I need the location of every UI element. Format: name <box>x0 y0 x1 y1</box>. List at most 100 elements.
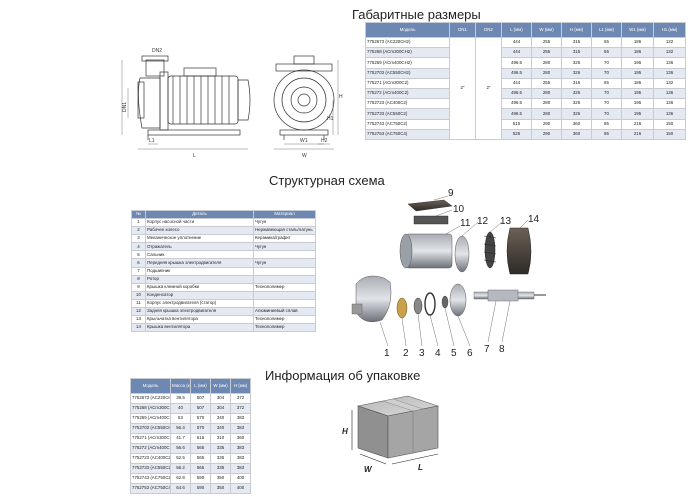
l-cell: 570 <box>190 423 211 434</box>
h-cell: 372 <box>230 403 251 414</box>
packaging-title: Информация об упаковке <box>265 368 421 383</box>
l-cell: 507 <box>190 403 211 414</box>
h-cell: 383 <box>230 453 251 464</box>
h-cell: 360 <box>230 433 251 444</box>
model-cell: 7752703 (AC550CH2) <box>130 423 171 434</box>
part-name-cell: Механическое уплотнение <box>145 234 254 244</box>
part-material-cell: Алюминиевый сплав <box>253 307 316 317</box>
w-cell: 340 <box>210 423 231 434</box>
h-cell: 326 <box>561 108 592 120</box>
l-cell: 565 <box>190 463 211 474</box>
box-l-label: L <box>418 463 423 472</box>
w-cell: 290 <box>531 118 562 130</box>
dimensions-header-cell: DN2 <box>475 22 502 38</box>
w1-cell: 216 <box>621 118 654 130</box>
w-cell: 255 <box>531 36 562 49</box>
part-name-cell: Крышка клемной коробки <box>145 282 254 292</box>
mass-cell: 53 <box>170 413 191 424</box>
part-number-cell: 11 <box>131 298 146 309</box>
part-name-cell: Крыльчатка вентилятора <box>145 315 254 325</box>
h-cell: 372 <box>230 393 251 404</box>
w-cell: 255 <box>531 77 562 89</box>
callout-4: 4 <box>435 348 441 359</box>
model-cell: 7752723 (AC400C2) <box>130 453 171 464</box>
part-material-cell <box>253 290 316 300</box>
callout-14: 14 <box>528 214 540 225</box>
l-cell: 444 <box>501 47 532 59</box>
model-cell: 775271 (ACm300C2) <box>365 77 450 89</box>
l-cell: 507 <box>190 393 211 404</box>
l-cell: 515 <box>501 118 532 130</box>
l1-label: L1 <box>149 138 155 144</box>
parts-header-cell: Материал <box>253 210 316 219</box>
part-number-cell: 14 <box>131 323 146 333</box>
mass-cell: 40 <box>170 403 191 414</box>
part-material-cell: Керамика/графит <box>253 234 316 244</box>
l-cell: 496.5 <box>501 98 532 110</box>
callout-12: 12 <box>477 216 489 227</box>
pump-dimension-drawing: DN2 DN1 L L1 W W1 H H1 H2 <box>121 48 343 159</box>
packaging-header-cell: Масса (кг) <box>170 378 191 394</box>
l1-cell: 70 <box>591 87 622 100</box>
model-cell: 775272 (ACm400C2) <box>130 443 171 454</box>
w-cell: 335 <box>210 463 231 474</box>
w-cell: 350 <box>210 483 231 494</box>
part-number-cell: 9 <box>131 282 146 292</box>
part-name-cell: Конденсатор <box>145 290 254 300</box>
l-cell: 590 <box>190 483 211 494</box>
l1-cell: 70 <box>591 108 622 120</box>
w1-cell: 195 <box>621 57 654 69</box>
h-cell: 383 <box>230 423 251 434</box>
part-name-cell: Задняя крышка электродвигателя <box>145 307 254 317</box>
l-cell: 444 <box>501 36 532 49</box>
callout-7: 7 <box>484 344 490 355</box>
package-box-drawing: H W L <box>342 395 440 474</box>
h-label: H <box>339 94 343 100</box>
h1-cell: 132 <box>653 36 686 49</box>
part-number-cell: 12 <box>131 307 146 317</box>
l1-cell: 95 <box>591 128 622 140</box>
part-name-cell: Крышка вентилятора <box>145 323 254 333</box>
h-cell: 400 <box>230 483 251 494</box>
mass-cell: 56.4 <box>170 423 191 434</box>
model-cell: 7752733 (AC550C2) <box>365 108 450 120</box>
l-cell: 496.5 <box>501 67 532 79</box>
model-cell: 7752753 (AC750C4) <box>130 483 171 494</box>
dimensions-header-cell: L1 (мм) <box>591 22 622 38</box>
part-number-cell: 4 <box>131 242 146 252</box>
l1-cell: 65 <box>591 77 622 89</box>
part-number-cell: 8 <box>131 274 146 284</box>
exploded-view-drawing: 9 10 11 12 13 14 1 2 3 4 5 6 7 8 <box>351 188 546 359</box>
callout-6: 6 <box>467 348 473 359</box>
h-cell: 383 <box>230 463 251 474</box>
l-cell: 565 <box>190 443 211 454</box>
w-cell: 280 <box>531 98 562 110</box>
box-w-label: W <box>364 465 373 474</box>
parts-header-cell: № <box>131 210 146 219</box>
mass-cell: 64.6 <box>170 483 191 494</box>
dimensions-header-cell: W (мм) <box>531 22 562 38</box>
h-cell: 326 <box>561 87 592 100</box>
callout-8: 8 <box>499 344 505 355</box>
w-cell: 280 <box>531 108 562 120</box>
part-name-cell: Корпус насосной части <box>145 217 254 228</box>
h1-cell: 150 <box>653 118 686 130</box>
